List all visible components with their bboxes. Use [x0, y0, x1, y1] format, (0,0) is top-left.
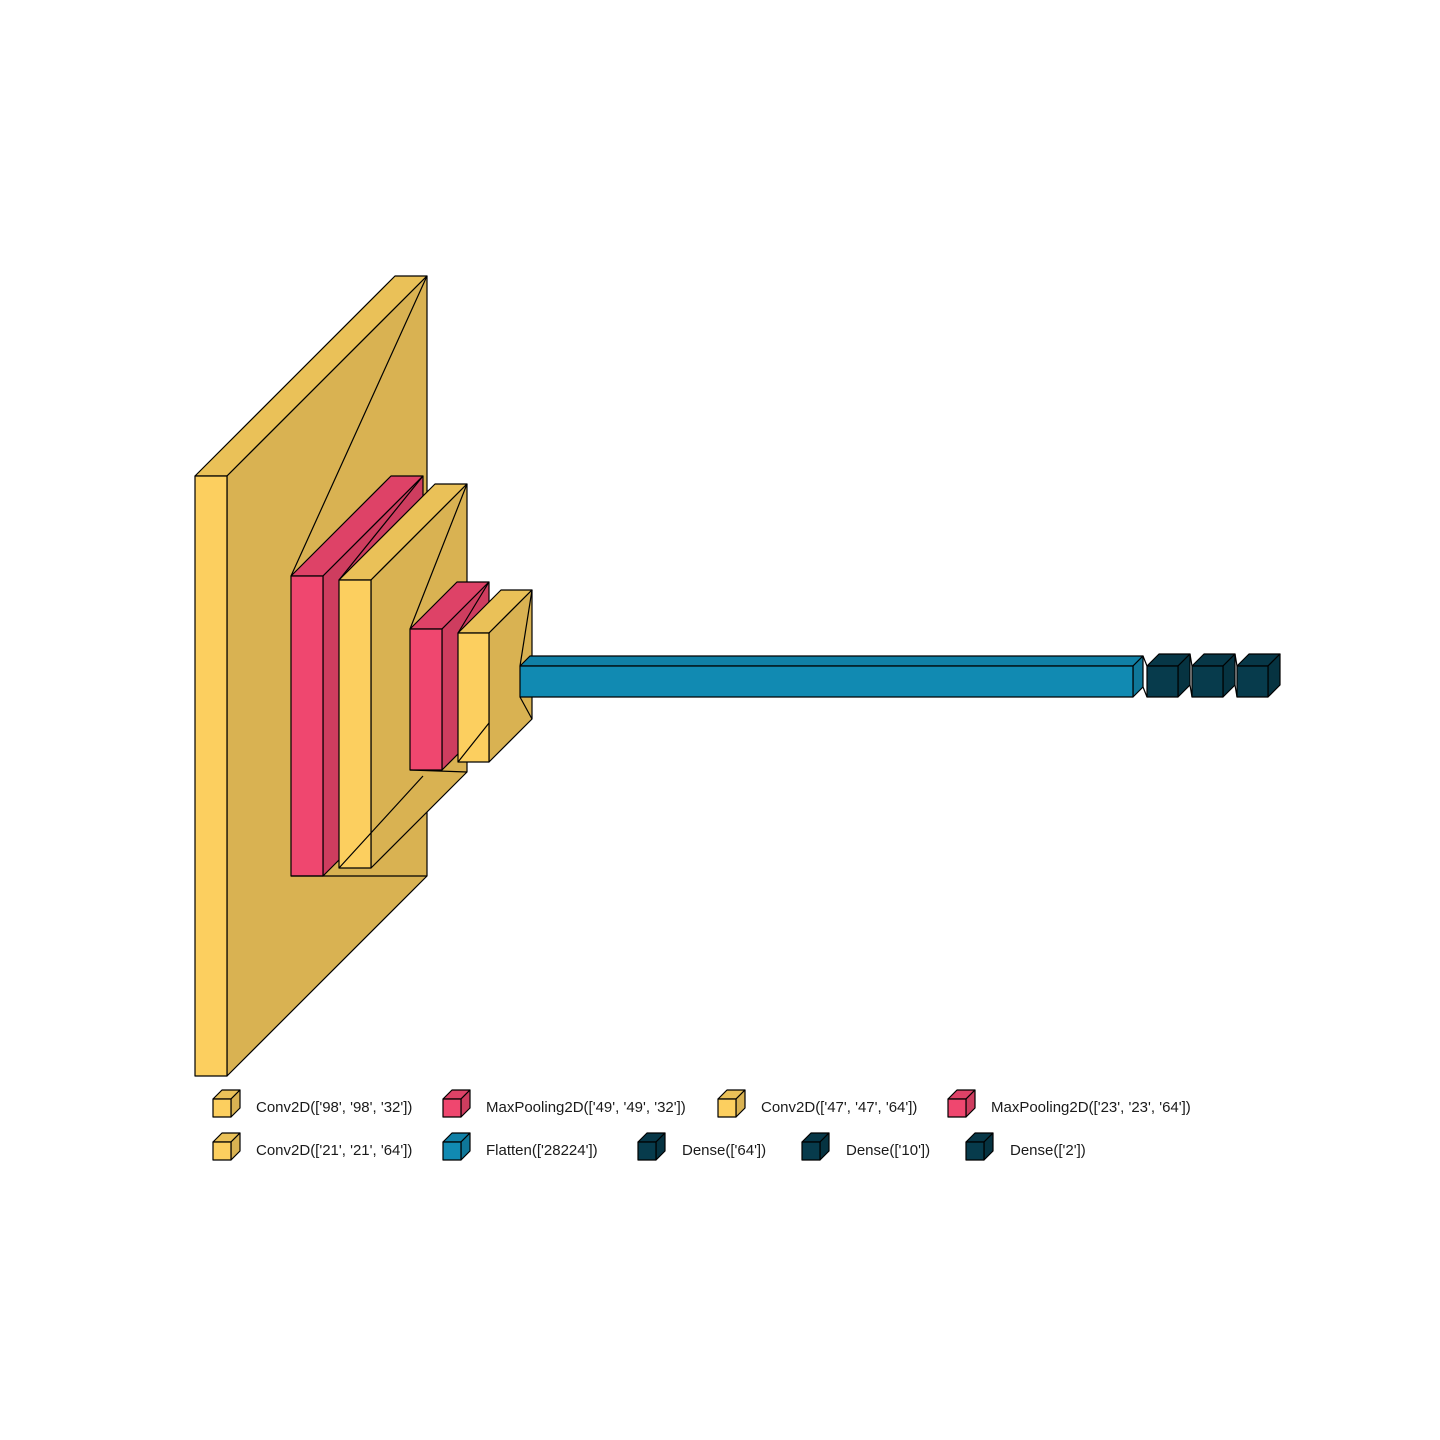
- legend-item-8: Dense(['10']): [801, 1132, 930, 1161]
- layer-conv2d_1-front-face: [194, 475, 228, 1077]
- legend-swatch-6: [442, 1141, 462, 1161]
- legend-swatch-4: [947, 1098, 967, 1118]
- layer-flatten-top-face: [519, 655, 1144, 667]
- layer-dense_2: [1191, 653, 1236, 698]
- legend-item-9: Dense(['2']): [965, 1132, 1086, 1161]
- layer-dense_3: [1236, 653, 1281, 698]
- connector-maxpool_1-to-conv2d_2-bottom: [338, 775, 424, 869]
- legend-label-1: Conv2D(['98', '98', '32']): [256, 1099, 412, 1116]
- connector-dense_2-to-dense_3-top: [1234, 653, 1238, 667]
- legend: Conv2D(['98', '98', '32']) MaxPooling2D([…: [212, 1089, 1191, 1161]
- legend-item-7: Dense(['64']): [637, 1132, 766, 1161]
- layer-conv2d_2-front-face: [338, 579, 372, 869]
- legend-item-1: Conv2D(['98', '98', '32']): [212, 1089, 412, 1118]
- legend-swatch-3: [717, 1098, 737, 1118]
- legend-item-2: MaxPooling2D(['49', '49', '32']): [442, 1089, 686, 1118]
- connector-conv2d_3-to-flatten-top: [519, 589, 533, 667]
- legend-swatch-2: [442, 1098, 462, 1118]
- connector-dense_1-to-dense_2-top: [1189, 653, 1193, 667]
- layer-flatten: [519, 655, 1144, 698]
- connector-dense_2-to-dense_3-bottom: [1234, 684, 1238, 698]
- layer-dense_1-front-face: [1146, 665, 1179, 698]
- legend-swatch-1: [212, 1098, 232, 1118]
- connector-conv2d_2-to-maxpool_2-bottom: [409, 769, 468, 773]
- connector-conv2d_3-to-flatten-bottom: [519, 696, 533, 720]
- connector-conv2d_1-to-maxpool_1-top: [290, 275, 428, 577]
- connector-maxpool_2-to-conv2d_3-top: [457, 581, 490, 634]
- legend-swatch-8: [801, 1141, 821, 1161]
- legend-label-8: Dense(['10']): [846, 1142, 930, 1159]
- legend-item-6: Flatten(['28224']): [442, 1132, 598, 1161]
- legend-item-3: Conv2D(['47', '47', '64']): [717, 1089, 917, 1118]
- layer-dense_1: [1146, 653, 1191, 698]
- connector-flatten-to-dense_1-bottom: [1142, 686, 1148, 698]
- legend-label-9: Dense(['2']): [1010, 1142, 1086, 1159]
- legend-label-2: MaxPooling2D(['49', '49', '32']): [486, 1099, 686, 1116]
- layer-blocks: [194, 275, 1281, 1077]
- legend-label-3: Conv2D(['47', '47', '64']): [761, 1099, 917, 1116]
- legend-item-5: Conv2D(['21', '21', '64']): [212, 1132, 412, 1161]
- layer-flatten-front-face: [519, 665, 1134, 698]
- legend-swatch-9: [965, 1141, 985, 1161]
- layer-maxpool_2-front-face: [409, 628, 443, 771]
- layer-connectors: [290, 275, 1238, 877]
- layer-conv2d_3-front-face: [457, 632, 490, 763]
- connector-flatten-to-dense_1-top: [1142, 655, 1148, 667]
- legend-swatch-7: [637, 1141, 657, 1161]
- legend-label-4: MaxPooling2D(['23', '23', '64']): [991, 1099, 1191, 1116]
- layer-dense_2-front-face: [1191, 665, 1224, 698]
- layer-dense_3-front-face: [1236, 665, 1269, 698]
- legend-item-4: MaxPooling2D(['23', '23', '64']): [947, 1089, 1191, 1118]
- legend-label-6: Flatten(['28224']): [486, 1142, 598, 1159]
- connector-maxpool_2-to-conv2d_3-bottom: [457, 722, 490, 763]
- legend-label-5: Conv2D(['21', '21', '64']): [256, 1142, 412, 1159]
- connector-maxpool_1-to-conv2d_2-top: [338, 475, 424, 581]
- connector-dense_1-to-dense_2-bottom: [1189, 684, 1193, 698]
- connector-conv2d_2-to-maxpool_2-top: [409, 483, 468, 630]
- legend-label-7: Dense(['64']): [682, 1142, 766, 1159]
- legend-swatch-5: [212, 1141, 232, 1161]
- layer-conv2d_3: [457, 589, 533, 763]
- layer-maxpool_1-front-face: [290, 575, 324, 877]
